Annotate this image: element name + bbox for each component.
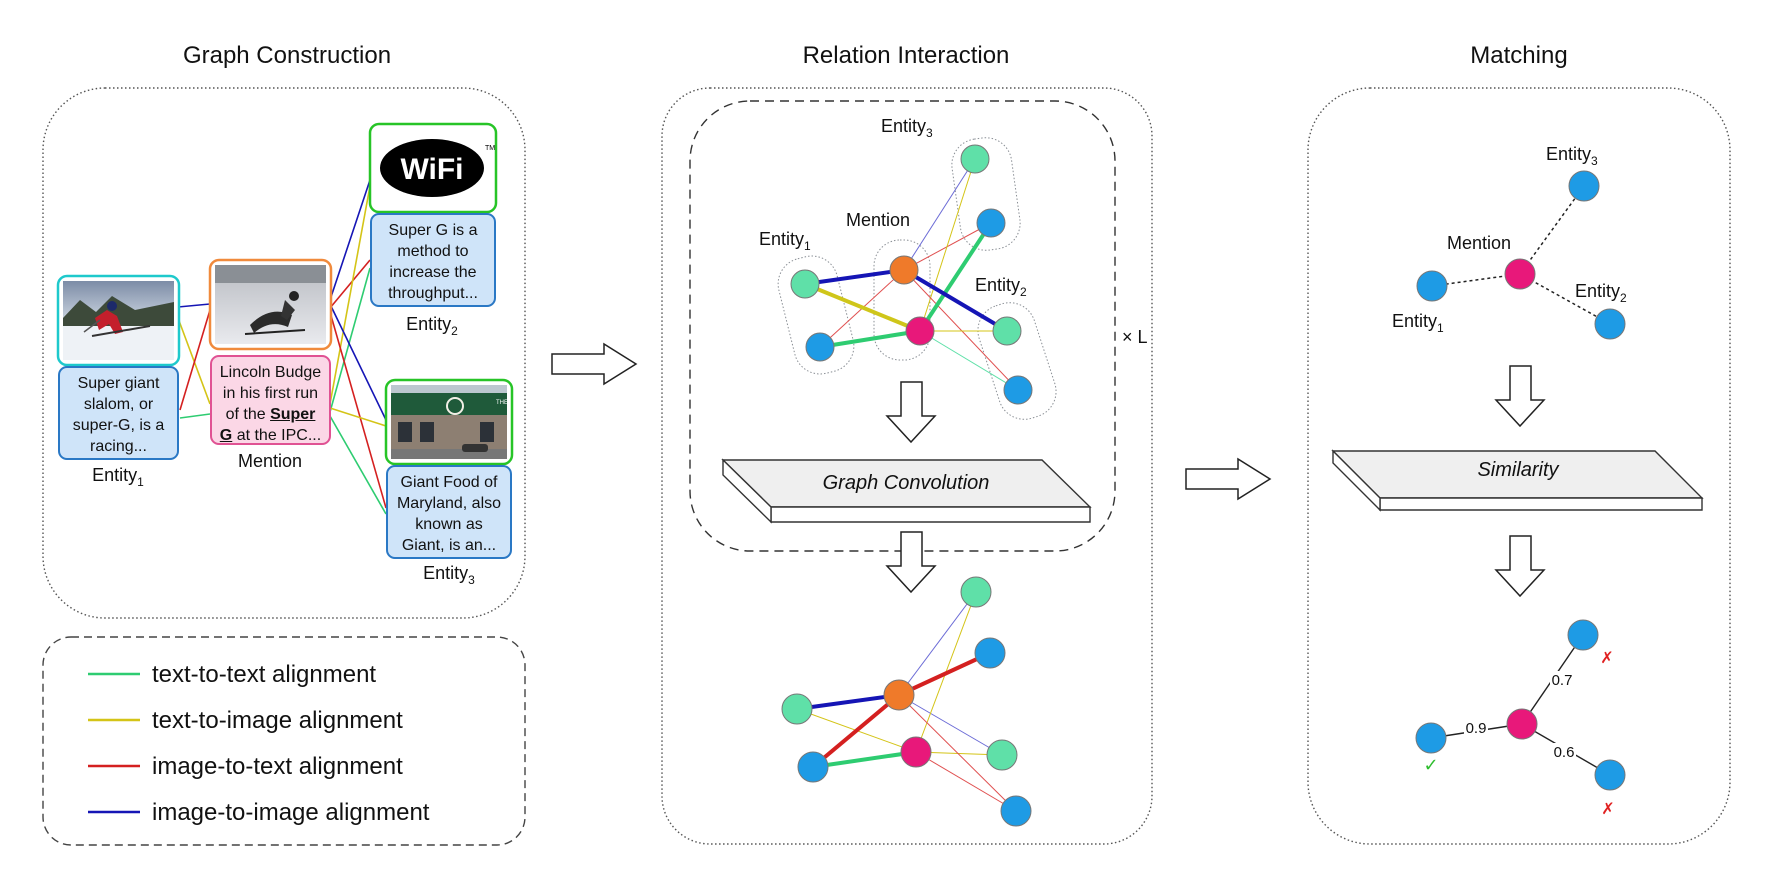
ri-mention-label: Mention [846,210,910,230]
relation-interaction-panel [661,87,1153,845]
legend-label-0: text-to-text alignment [152,661,376,688]
entity3-image: THE [384,378,514,466]
result-entity3-node-icon [1567,619,1599,651]
section-title-relation-interaction: Relation Interaction [803,42,1010,69]
interaction-graph [777,137,1057,420]
ri-mention-text-node-icon [905,316,935,346]
cross-icon: ✗ [1600,648,1613,667]
out-mention-text-node-icon [900,736,932,768]
out-mention-image-node-icon [883,679,915,711]
match-entity3-node-icon [1568,170,1600,202]
legend-label-3: image-to-image alignment [152,799,430,826]
edge-t2i-mention-e2 [329,185,371,405]
legend-label-1: text-to-image alignment [152,707,403,734]
entity1-image [56,274,181,367]
store-sign-text: THE [496,400,508,406]
ri-image-node-icon [1003,375,1033,405]
matching-graph [1416,170,1626,340]
matching-panel [1307,87,1731,845]
match-entity1-node-icon [1416,270,1448,302]
gc-entity3-label: Entity3 [423,563,475,587]
edge-i2i-e1-mention [177,303,211,308]
entity2-text-card: Super G is a method to increase the thro… [370,213,496,307]
edge-i2i-mention-e2 [329,179,371,301]
out-text-node-icon [960,576,992,608]
arrow-down-icon [885,531,937,594]
edge-i2i-mention-e3 [329,303,387,421]
edge-t2t-e1-mention [179,413,211,419]
ri-entity1-label: Entity1 [759,229,811,253]
out-image-node-icon [974,637,1006,669]
gc-entity2-label: Entity2 [406,314,458,338]
arrow-right-icon [1185,457,1272,501]
ri-mention-image-node-icon [889,255,919,285]
match-entity1-label: Entity1 [1392,311,1444,335]
wifi-trademark: TM [485,145,495,152]
match-entity2-label: Entity2 [1575,281,1627,305]
edge-t2t-mention-e2 [329,267,371,413]
result-entity2-node-icon [1594,759,1626,791]
edge-t2t-mention-e3 [329,415,387,515]
edge-i2t-mention-e2 [329,259,371,309]
legend: text-to-text alignment text-to-image alig… [88,661,430,826]
similarity-label: Similarity [1477,459,1559,481]
section-title-graph-construction: Graph Construction [183,42,391,69]
legend-box [42,636,526,846]
mention-keyword: Super G [219,406,316,444]
graph-construction-panel [42,87,526,619]
section-title-matching: Matching [1470,42,1567,69]
out-image-node-icon [797,751,829,783]
similarity-result-graph [1415,619,1626,791]
cross-icon: ✗ [1601,799,1614,818]
arrow-down-icon [1494,365,1546,428]
check-icon: ✓ [1423,755,1438,776]
ri-text-node-icon [960,144,990,174]
mention-image [208,258,333,351]
score-entity2: 0.6 [1554,744,1575,761]
match-entity3-label: Entity3 [1546,144,1598,168]
graph-convolution-label: Graph Convolution [823,472,990,494]
result-entity1-node-icon [1415,722,1447,754]
out-image-node-icon [1000,795,1032,827]
wifi-logo-icon [380,139,484,197]
result-mention-node-icon [1506,708,1538,740]
match-mention-node-icon [1504,258,1536,290]
mention-text-after: at the IPC... [232,427,322,444]
entity1-text-card: Super giant slalom, or super-G, is a rac… [58,366,179,460]
ri-image-node-icon [976,208,1006,238]
entity3-text-card: Giant Food of Maryland, also known as Gi… [386,465,512,559]
match-mention-label: Mention [1447,233,1511,253]
gc-entity1-label: Entity1 [92,465,144,489]
mention-text-before: Lincoln Budge in his first run of the [219,364,322,423]
ri-text-node-icon [992,316,1022,346]
arrow-down-icon [1494,535,1546,598]
arrow-right-icon [551,342,638,386]
mention-text-card: Lincoln Budge in his first run of the Su… [210,355,331,445]
entity2-image: WiFi TM [368,122,498,214]
gc-mention-label: Mention [238,451,302,471]
ri-entity3-label: Entity3 [881,116,933,140]
interaction-output-graph [781,576,1032,827]
out-text-node-icon [781,693,813,725]
ri-image-node-icon [805,332,835,362]
graph-convolution-layer: Graph Convolution [721,458,1092,524]
similarity-layer: Similarity [1331,449,1704,512]
edge-i2t-e1-mention [179,309,211,411]
out-text-node-icon [986,739,1018,771]
legend-label-2: image-to-text alignment [152,753,403,780]
edge-t2i-mention-e3 [329,407,387,427]
match-entity2-node-icon [1594,308,1626,340]
ri-entity2-label: Entity2 [975,275,1027,299]
arrow-down-icon [885,381,937,444]
repeat-label: × L [1122,327,1148,347]
edge-i2t-mention-e3 [329,311,387,509]
score-entity3: 0.7 [1552,672,1573,689]
ri-text-node-icon [790,269,820,299]
score-entity1: 0.9 [1466,720,1487,737]
wifi-logo-text: WiFi [400,153,463,186]
alignment-lines [177,179,387,515]
